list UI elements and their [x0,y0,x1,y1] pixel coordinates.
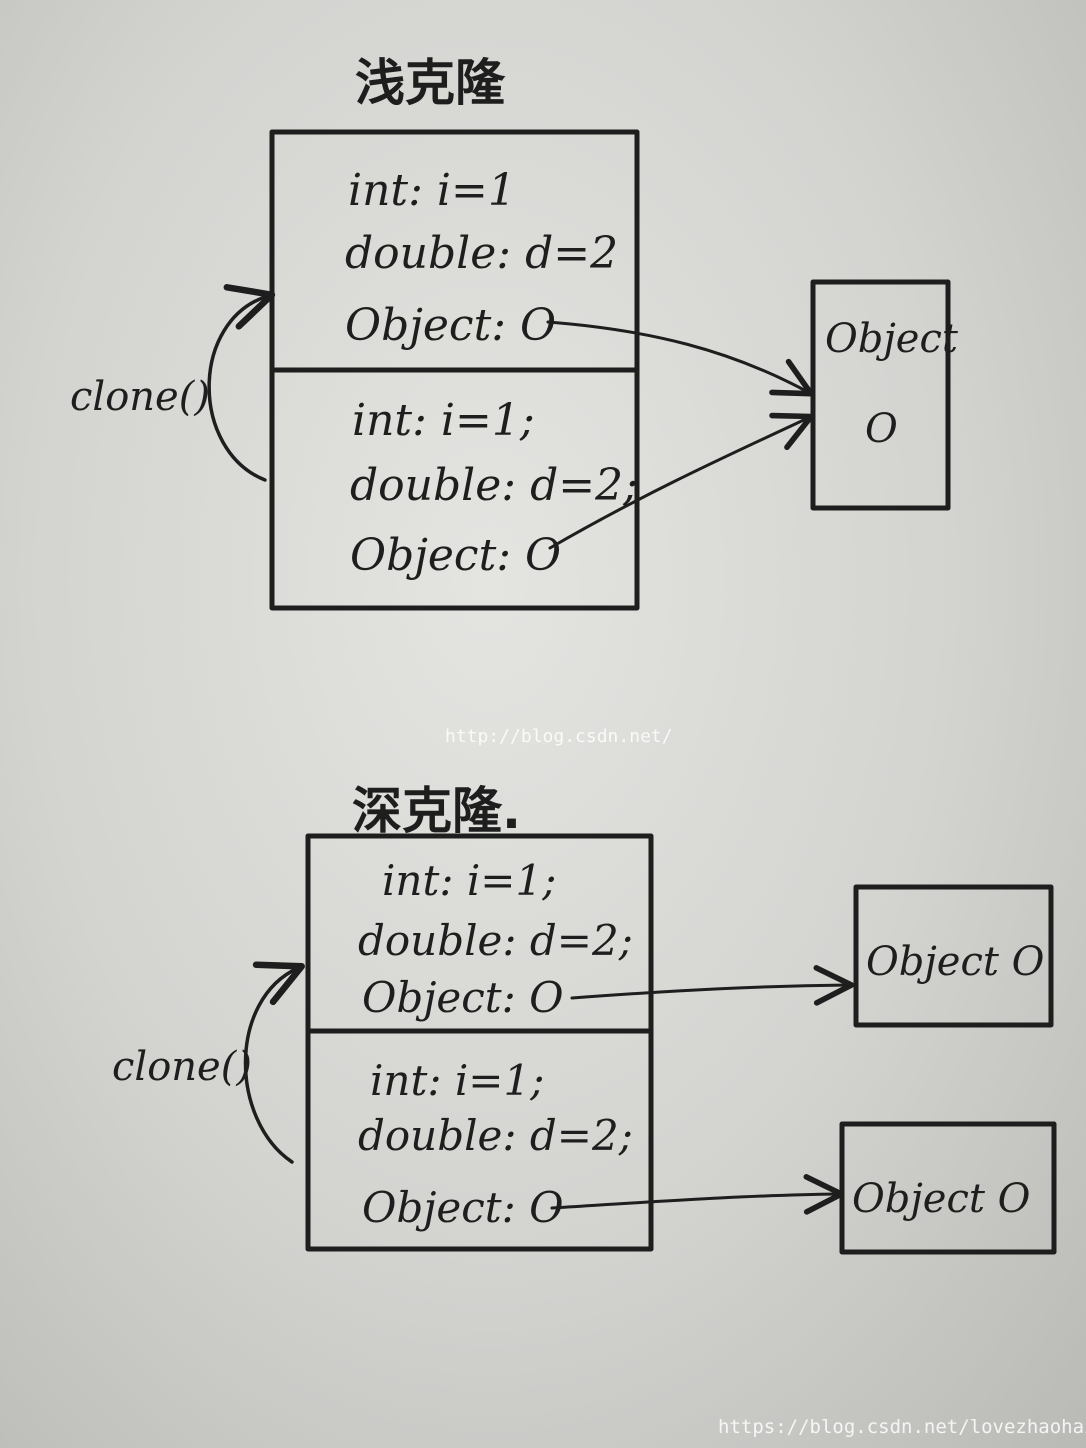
shallow-copy-reference-arrow [548,412,814,550]
shallow-copy-field-object: Object: O [350,530,561,581]
shallow-clone-section: 浅克隆 int: i=1 double: d=2 Object: O int: … [70,54,959,611]
deep-object-box-1 [853,884,1054,1028]
shallow-copy-box [269,367,640,611]
shallow-original-field-int: int: i=1 [348,165,516,216]
deep-original-field-int: int: i=1; [382,856,556,905]
shallow-copy-field-int: int: i=1; [352,395,535,446]
center-watermark: http://blog.csdn.net/ [445,726,673,747]
deep-original-field-object: Object: O [362,973,564,1022]
shallow-clone-label: clone() [70,374,210,420]
deep-copy-box [305,1028,654,1252]
deep-clone-title: 深克隆. [352,782,521,840]
bottom-watermark: https://blog.csdn.net/lovezhaohaimig [718,1416,1086,1438]
deep-original-reference-arrow [570,965,855,1006]
shallow-original-reference-arrow [546,320,814,397]
deep-copy-field-int: int: i=1; [370,1056,544,1105]
shallow-original-field-object: Object: O [345,300,556,351]
deep-clone-label: clone() [112,1044,252,1090]
deep-clone-arrow [243,961,305,1164]
shallow-copy-field-double: double: d=2; [350,460,638,511]
deep-copy-reference-arrow [550,1174,845,1215]
shallow-object-value: O [865,406,898,452]
shallow-clone-arrow [207,284,276,482]
shallow-original-field-double: double: d=2 [345,228,618,279]
deep-original-field-double: double: d=2; [358,916,633,965]
deep-object-box-2-label: Object O [852,1176,1030,1222]
deep-copy-field-double: double: d=2; [358,1111,633,1160]
deep-object-box-1-label: Object O [866,939,1044,985]
shallow-clone-title: 浅克隆 [355,54,506,112]
deep-clone-section: 深克隆. int: i=1; double: d=2; Object: O in… [112,782,1057,1255]
deep-copy-field-object: Object: O [362,1183,564,1232]
shallow-object-label: Object [825,316,959,362]
